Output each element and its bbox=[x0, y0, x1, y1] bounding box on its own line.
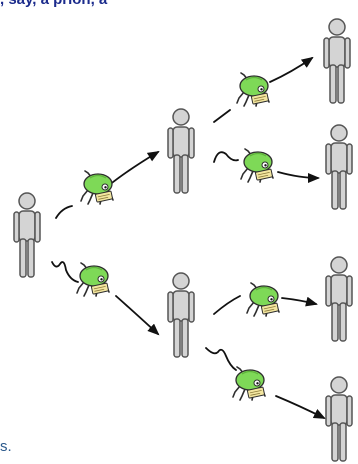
people bbox=[14, 19, 352, 461]
bug-icon bbox=[81, 171, 113, 204]
person-icon bbox=[14, 193, 40, 277]
person-icon bbox=[326, 257, 352, 341]
person-icon bbox=[168, 109, 194, 193]
person-icon bbox=[324, 19, 350, 103]
person-icon bbox=[326, 377, 352, 461]
caption-bottom-fragment: s. bbox=[0, 438, 12, 455]
person-icon bbox=[326, 125, 352, 209]
bug-icon bbox=[233, 367, 265, 400]
bug-icon bbox=[237, 73, 269, 106]
bug-icon bbox=[77, 263, 109, 296]
bug-icon bbox=[247, 283, 279, 316]
bug-icon bbox=[241, 149, 273, 182]
person-icon bbox=[168, 273, 194, 357]
arrow-icon bbox=[206, 348, 324, 418]
